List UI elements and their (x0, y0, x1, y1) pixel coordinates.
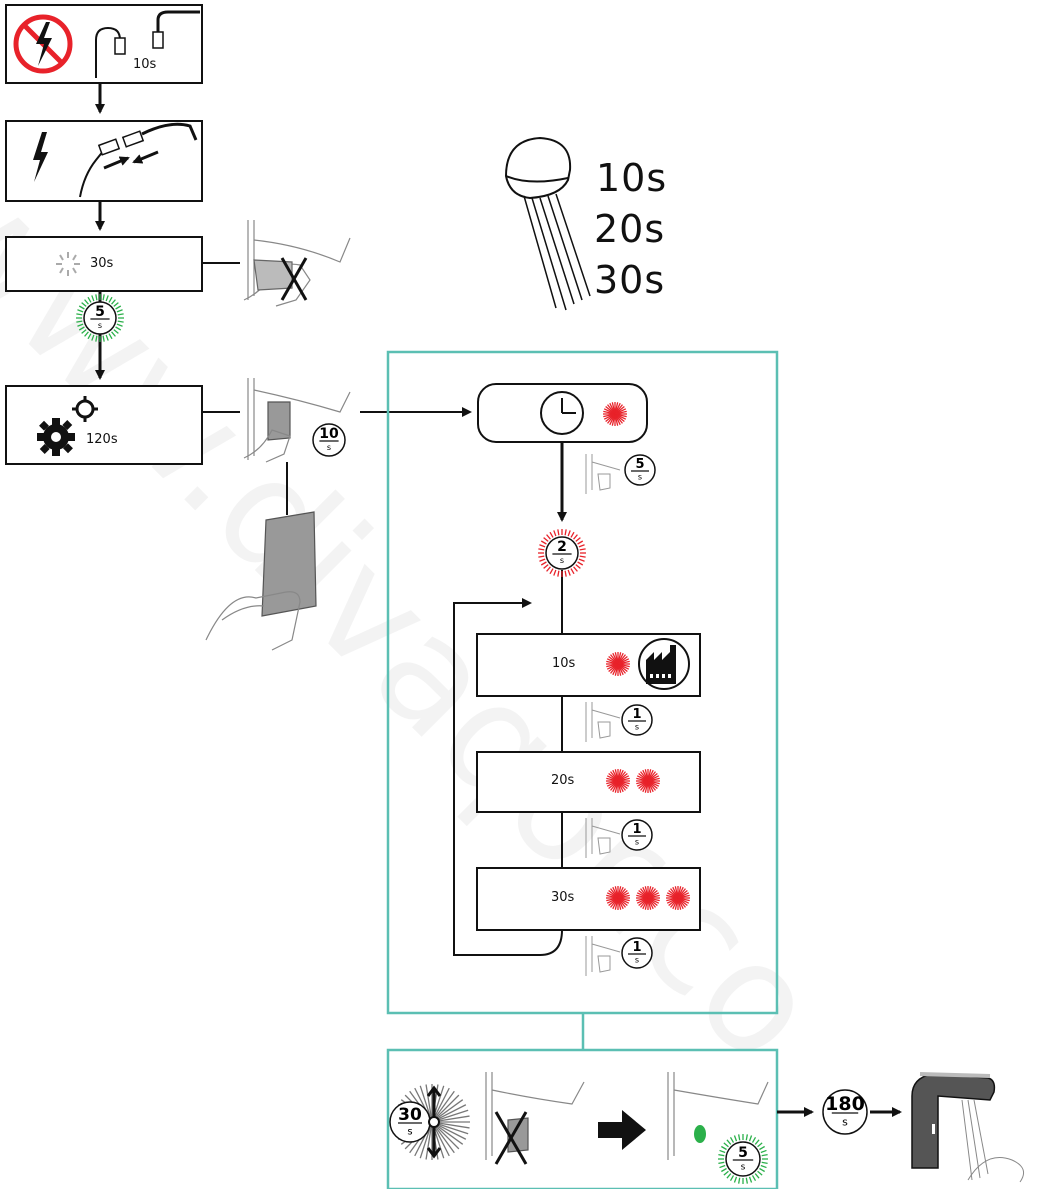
init-step (5, 236, 203, 292)
badge-unit: s (98, 321, 102, 330)
settings-time: 120s (86, 432, 118, 447)
badge-number: 1 (632, 940, 641, 955)
rinse-time-20: 20s (594, 207, 666, 251)
red-led-icon (606, 652, 630, 676)
badge-unit: s (327, 443, 331, 452)
rinse-time-10: 10s (596, 156, 668, 200)
red-led-icon (636, 769, 660, 793)
red-led-icon (636, 886, 660, 910)
badge-number: 5 (95, 304, 105, 320)
badge-settings-hold: 10s (312, 423, 346, 457)
faucet-running-illustration (911, 1072, 1025, 1183)
badge-opt1-hold: 1s (621, 704, 653, 736)
settings-step (5, 385, 203, 465)
badge-unit: s (638, 472, 642, 481)
next-arrow-icon (598, 1110, 646, 1150)
badge-unit: s (560, 556, 564, 565)
badge-number: 180 (825, 1093, 865, 1115)
badge-unit: s (635, 837, 639, 846)
gears-icon (37, 396, 98, 456)
option-box-20s[interactable] (476, 751, 701, 813)
clock-icon (540, 391, 584, 435)
badge-number: 30 (398, 1105, 422, 1125)
option-box-10s[interactable] (476, 633, 701, 697)
power-off-step (5, 4, 203, 84)
power-icon (33, 132, 48, 182)
init-time: 30s (90, 256, 114, 271)
badge-number: 2 (557, 539, 567, 555)
left-flow-arrows (95, 83, 472, 515)
badge-number: 5 (738, 1145, 748, 1161)
badge-number: 5 (635, 457, 644, 472)
unplugged-cable-icon (95, 10, 200, 78)
badge-unit: s (407, 1126, 412, 1137)
option-label-30s: 30s (551, 890, 575, 905)
timer-mode-box (477, 383, 648, 443)
red-led-icon (603, 402, 627, 426)
factory-icon (638, 638, 690, 690)
badge-enter-menu: 2s (538, 529, 586, 577)
badge-unit: s (635, 955, 639, 964)
cross-icon (280, 257, 308, 301)
badge-clock-hold: 5s (624, 454, 656, 486)
cloth-wipe-illustration (205, 511, 317, 651)
red-led-icon (606, 769, 630, 793)
led-faucet-illustration (667, 1072, 769, 1160)
cross-icon-bottom (494, 1111, 528, 1165)
badge-confirm-wait: 30s (389, 1084, 470, 1160)
hand-sensor-illustration (243, 378, 351, 463)
badge-unit: s (842, 1116, 848, 1129)
settings-menu-frame (386, 350, 779, 1189)
badge-number: 10 (319, 426, 339, 442)
no-hand-illustration (243, 220, 351, 307)
small-hand-illustrations (585, 454, 621, 976)
option-box-30s[interactable] (476, 867, 701, 931)
badge-init-wait: 5s (76, 294, 124, 342)
red-led-icon (666, 886, 690, 910)
badge-unit: s (741, 1163, 746, 1173)
badge-unit: s (635, 722, 639, 731)
option-label-10s: 10s (552, 656, 576, 671)
option-label-20s: 20s (551, 773, 575, 788)
loading-icon (56, 252, 80, 276)
badge-confirm-led: 5s (718, 1134, 768, 1184)
no-power-icon (13, 14, 73, 74)
menu-flow-lines (453, 442, 567, 956)
badge-number: 1 (632, 822, 641, 837)
rinse-time-30: 30s (594, 258, 666, 302)
plugging-cable-icon (79, 122, 198, 198)
power-off-time: 10s (133, 57, 157, 72)
badge-opt2-hold: 1s (621, 819, 653, 851)
badge-opt3-hold: 1s (621, 937, 653, 969)
shower-illustration (504, 136, 591, 311)
power-on-step (5, 120, 203, 202)
badge-number: 1 (632, 707, 641, 722)
red-led-icon (606, 886, 630, 910)
